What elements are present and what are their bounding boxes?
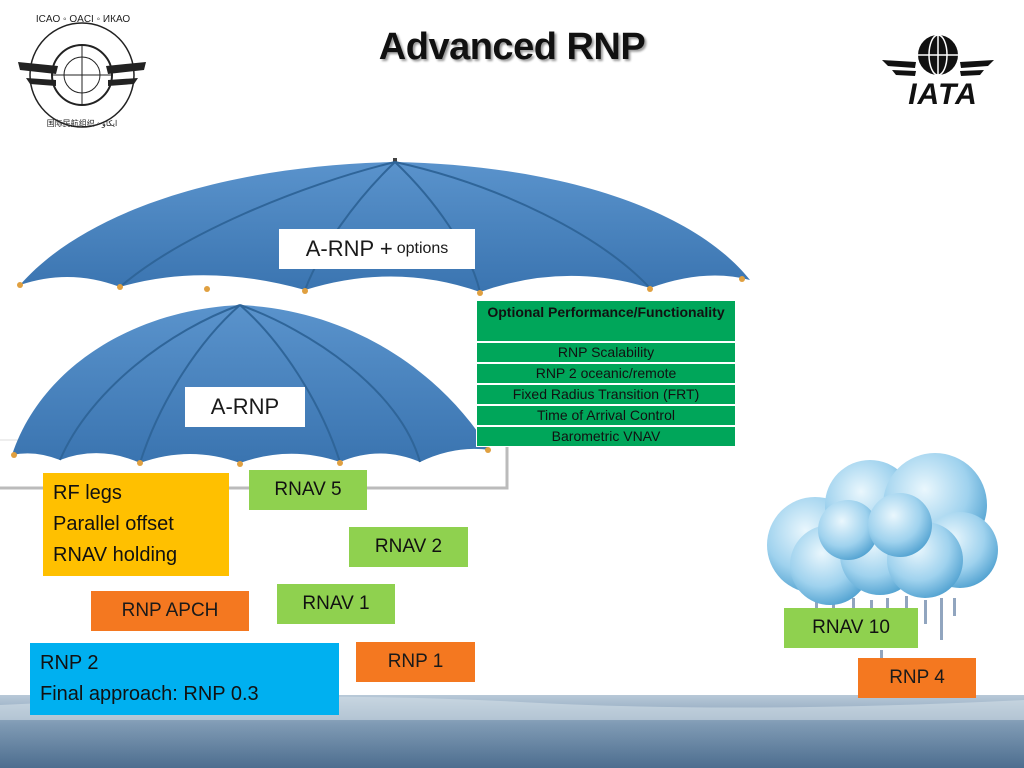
rnav1-box: RNAV 1: [277, 584, 395, 624]
optional-table-row: RNP 2 oceanic/remote: [476, 363, 736, 384]
rnav2-box: RNAV 2: [349, 527, 468, 567]
optional-table-row: Fixed Radius Transition (FRT): [476, 384, 736, 405]
small-umbrella: [11, 304, 491, 467]
rnp2-box: RNP 2 Final approach: RNP 0.3: [30, 643, 339, 715]
slide-title: Advanced RNP: [378, 26, 646, 68]
icao-logo-text: ICAO ◦ OACI ◦ ИКАО: [35, 14, 131, 25]
optional-table-row: RNP Scalability: [476, 342, 736, 363]
optional-table-row: Time of Arrival Control: [476, 405, 736, 426]
rnp1-box: RNP 1: [356, 642, 475, 682]
icao-logo: [18, 22, 146, 128]
rnp-apch-box: RNP APCH: [91, 591, 249, 631]
features-box: RF legs Parallel offset RNAV holding: [43, 473, 229, 576]
rnp4-box: RNP 4: [858, 658, 976, 698]
small-umbrella-label: A-RNP: [185, 387, 305, 427]
features-line: RNAV holding: [53, 544, 178, 566]
optional-table-row: Barometric VNAV: [476, 426, 736, 447]
large-umbrella: [17, 158, 750, 296]
rnav5-box: RNAV 5: [249, 470, 367, 510]
rnav10-box: RNAV 10: [784, 608, 918, 648]
features-line: RF legs: [53, 482, 122, 504]
iata-logo-graphic: [882, 34, 994, 76]
rnp2-line: RNP 2: [40, 652, 99, 674]
large-umbrella-label-small: options: [396, 240, 449, 257]
rain-cloud: [767, 453, 998, 605]
large-umbrella-label-main: A-RNP +: [305, 236, 393, 261]
rnp2-line: Final approach: RNP 0.3: [40, 683, 259, 705]
optional-performance-table: Optional Performance/Functionality RNP S…: [476, 300, 736, 447]
large-umbrella-label: A-RNP + options: [279, 229, 475, 269]
features-line: Parallel offset: [53, 513, 174, 535]
iata-logo-text: IATA: [908, 78, 978, 111]
icao-logo-bottom-text: 国际民航组织 ◦ ايكاو: [46, 119, 118, 128]
optional-table-header: Optional Performance/Functionality: [476, 300, 736, 342]
